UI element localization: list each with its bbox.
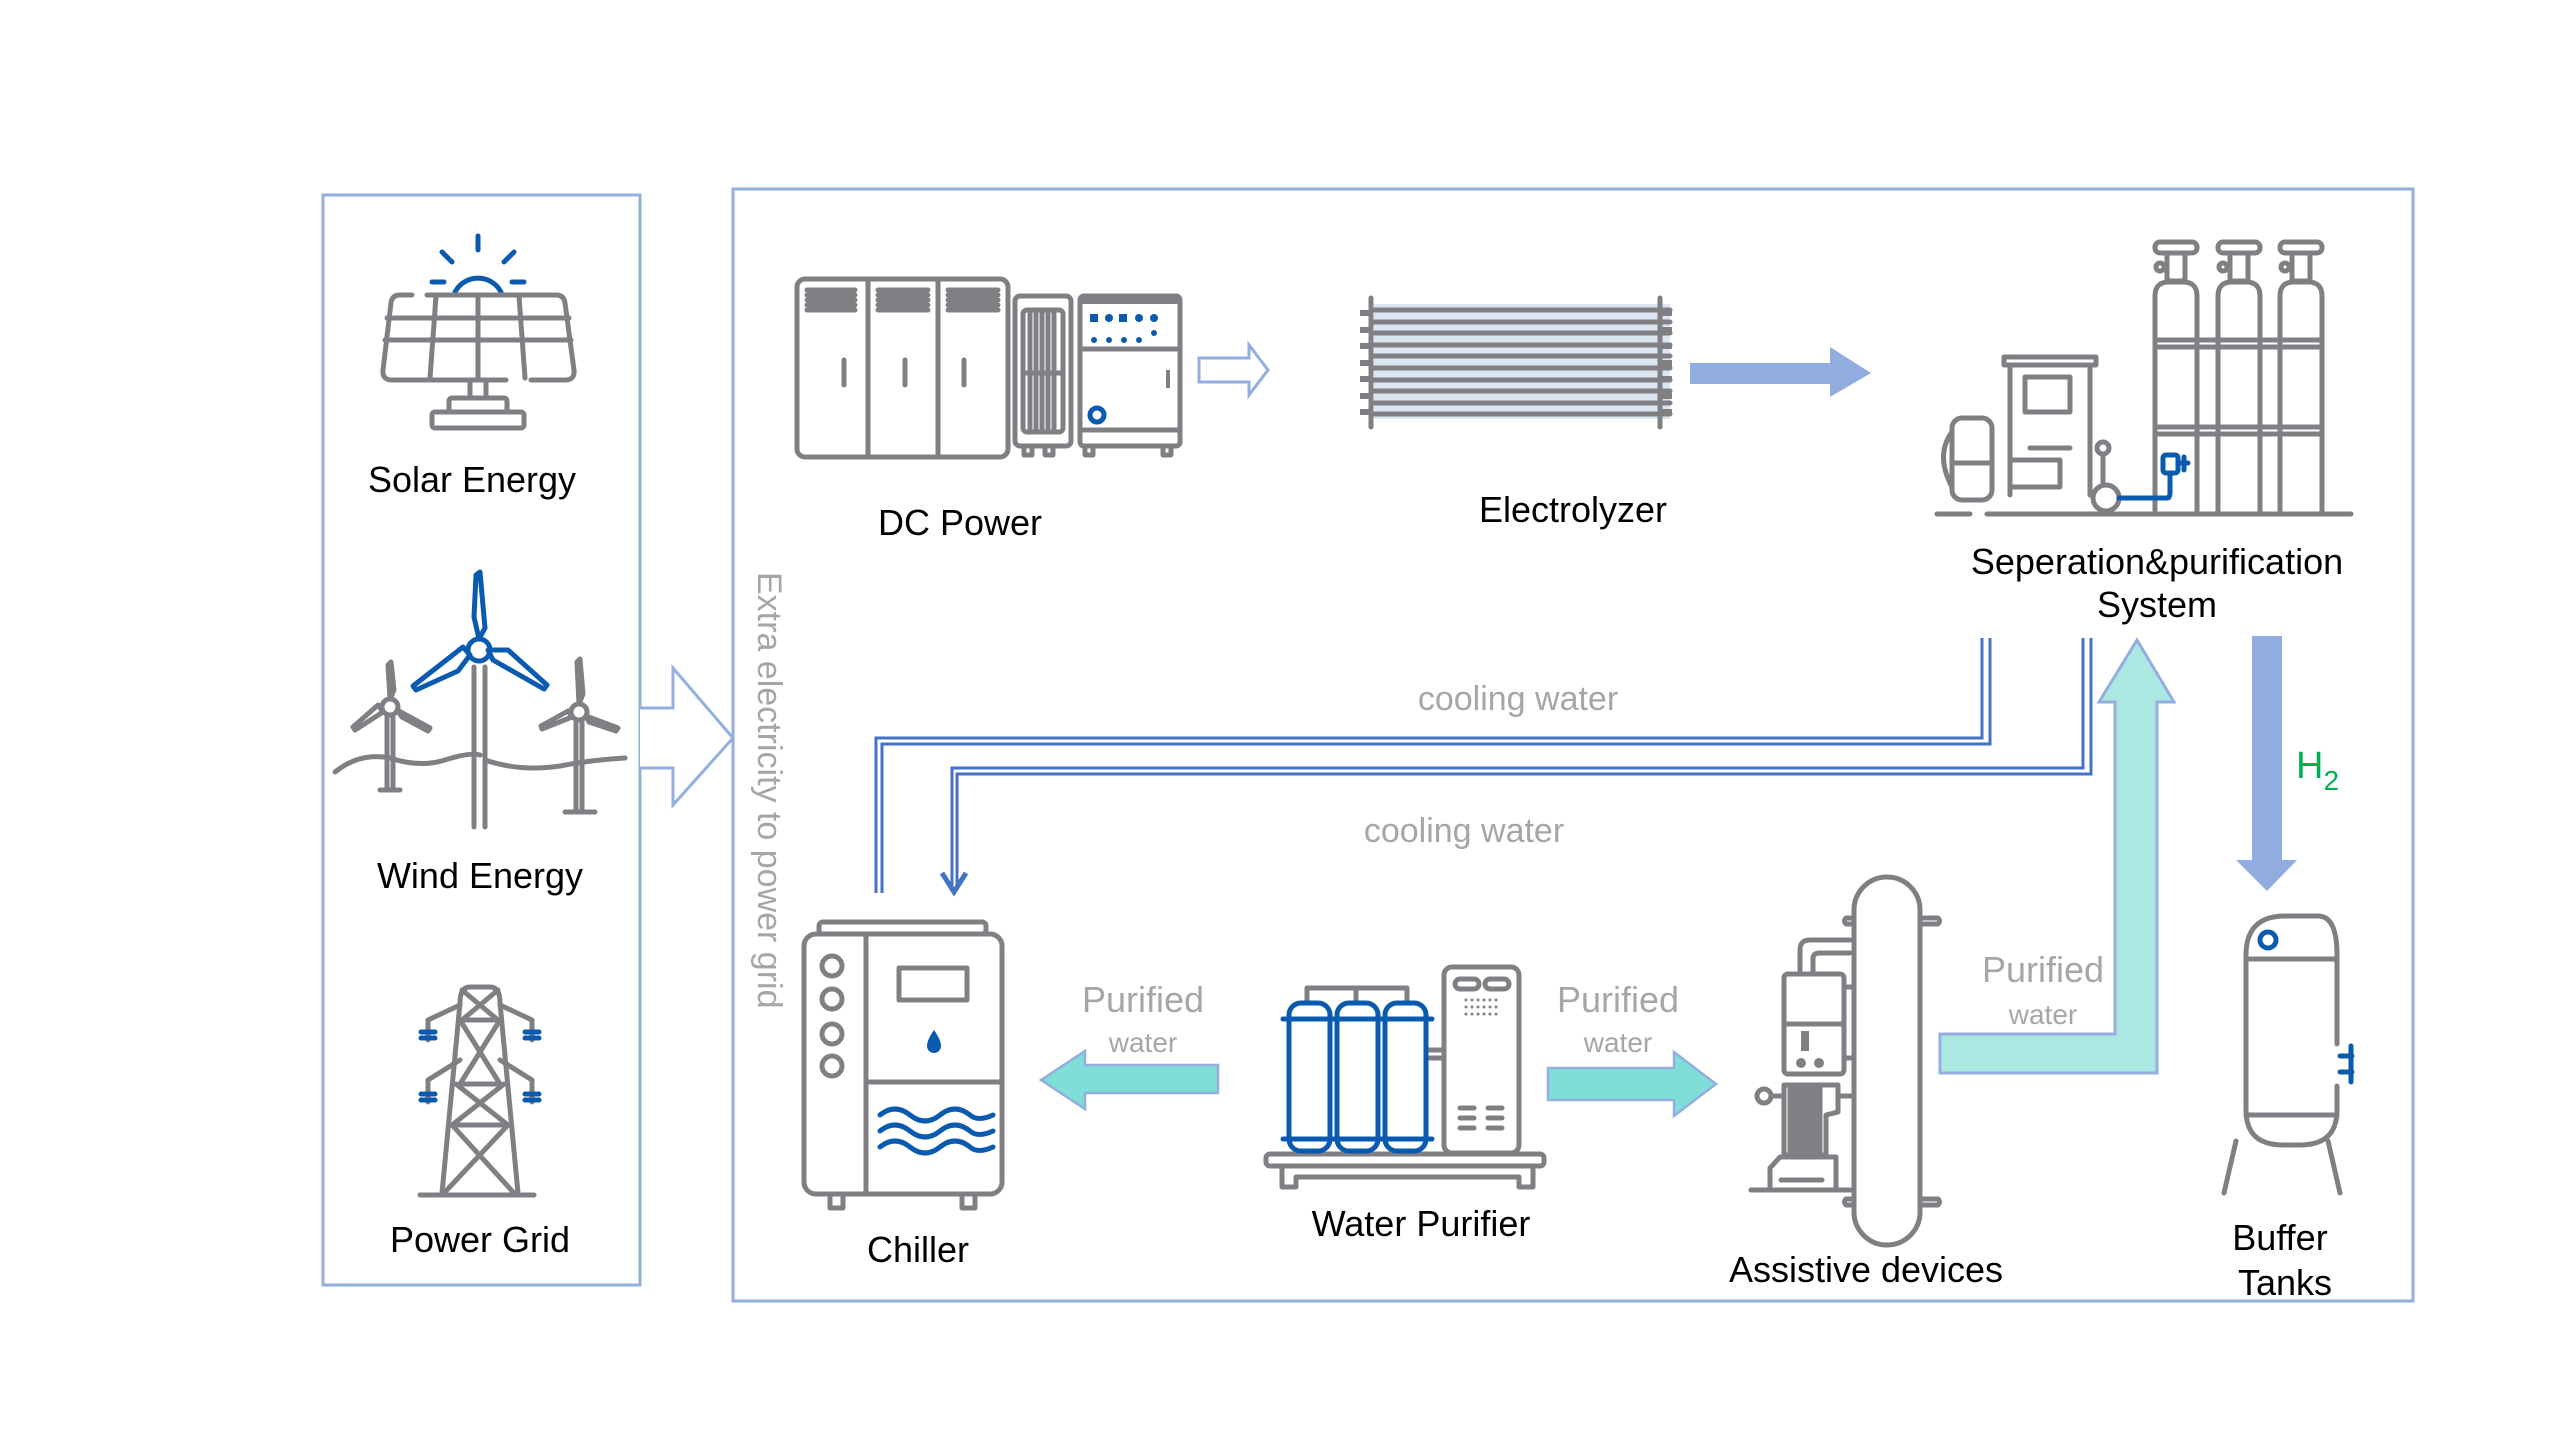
purified-water-label-1-line2: water	[1108, 1027, 1177, 1058]
cooling-water-label-2: cooling water	[1364, 812, 1564, 850]
source-label-grid: Power Grid	[390, 1219, 570, 1260]
buffer-tank-icon	[2221, 913, 2355, 1196]
purified-water-label-2-line2: water	[1583, 1027, 1652, 1058]
water-purifier-icon	[1263, 964, 1547, 1190]
equipment-label-buffer-line2: Tanks	[2238, 1262, 2332, 1303]
purified-water-label-3-line1: Purified	[1982, 949, 2104, 990]
electrolyzer-stack-icon	[1360, 295, 1673, 430]
purified-water-return-arrow	[1938, 637, 2177, 1075]
equipment-label-separation-line1: Seperation&purification	[1971, 541, 2343, 582]
cooling-water-pipe-1	[874, 638, 1992, 893]
equipment-label-separation-line2: System	[2097, 584, 2217, 625]
hydrogen-flow-arrow	[2236, 636, 2297, 891]
power-flow-arrow	[1197, 340, 1270, 400]
cooling-water-arrowhead	[939, 871, 969, 897]
equipment-label-electrolyzer: Electrolyzer	[1479, 489, 1667, 530]
assistive-device-icon	[1748, 874, 1942, 1248]
hydrogen-label: H2	[2296, 745, 2339, 796]
production-system-frame	[731, 187, 2415, 1303]
purified-water-arrow-to-chiller	[1038, 1048, 1220, 1112]
solar-panel-icon	[380, 233, 577, 431]
source-label-wind: Wind Energy	[377, 855, 583, 896]
cooling-water-label-1: cooling water	[1418, 680, 1618, 718]
chiller-icon	[801, 919, 1005, 1211]
energy-sources-frame	[321, 193, 642, 1287]
separation-system-icon	[1934, 239, 2354, 517]
source-label-solar: Solar Energy	[368, 459, 576, 500]
grid-export-label: Extra electricity to power grid	[750, 572, 788, 1009]
equipment-label-dc-power: DC Power	[878, 502, 1042, 543]
cooling-water-pipe-2	[939, 638, 2093, 897]
purified-water-label-2-line1: Purified	[1557, 979, 1679, 1020]
dc-power-cabinet-icon	[794, 276, 1183, 460]
wind-turbine-icon	[332, 569, 628, 830]
gas-flow-arrow	[1690, 347, 1871, 397]
equipment-label-buffer-line1: Buffer	[2232, 1217, 2327, 1258]
transmission-tower-icon	[417, 984, 542, 1198]
purified-water-label-3-line2: water	[2008, 999, 2077, 1030]
equipment-label-water-purifier: Water Purifier	[1312, 1203, 1531, 1244]
purified-water-label-1-line1: Purified	[1082, 979, 1204, 1020]
equipment-label-chiller: Chiller	[867, 1229, 969, 1270]
purified-water-arrow-to-assistive	[1546, 1049, 1719, 1119]
equipment-label-assistive: Assistive devices	[1729, 1249, 2003, 1290]
grid-export-arrow	[640, 663, 735, 809]
